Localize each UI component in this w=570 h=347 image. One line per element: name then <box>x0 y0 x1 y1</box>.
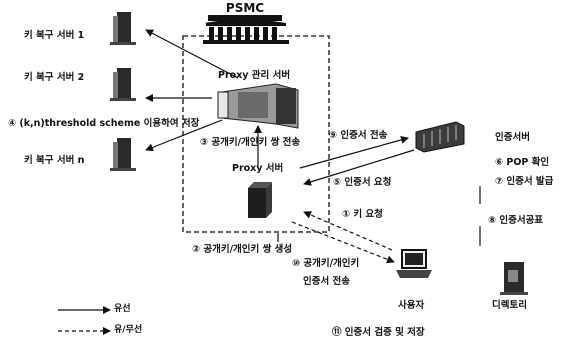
step-10-label-line2: 인증서 전송 <box>303 276 350 287</box>
recovery-server-n-label: 키 복구 서버 n <box>24 155 84 166</box>
user-computer-icon <box>396 250 432 278</box>
recovery-server-n-icon <box>110 138 136 171</box>
step-11-label: ⑪ 인증서 검증 및 저장 <box>332 327 425 338</box>
proxy-server-icon <box>248 182 272 218</box>
step-4-label: ④ (k,n)threshold scheme 이용하여 저장 <box>8 118 199 129</box>
legend-wired-label: 유선 <box>114 304 131 315</box>
step-8-label: ⑧ 인증서공표 <box>488 215 543 226</box>
proxy-server-label: Proxy 서버 <box>232 163 283 174</box>
legend-wireless-label: 유/무선 <box>114 325 142 336</box>
psmc-building-icon <box>203 15 289 44</box>
arrow-cert-request <box>300 138 408 168</box>
step-2-label: ② 공개키/개인키 쌍 생성 <box>192 244 292 255</box>
recovery-server-1-icon <box>110 12 136 45</box>
psmc-title: PSMC <box>226 1 264 15</box>
step-10-label-line1: ⑩ 공개키/개인키 <box>292 258 359 269</box>
ca-server-icon <box>416 122 464 152</box>
step-5-label: ⑤ 인증서 요청 <box>333 177 391 188</box>
user-label: 사용자 <box>398 300 424 311</box>
step-3-label: ③ 공개키/개인키 쌍 전송 <box>200 137 300 148</box>
directory-label: 디렉토리 <box>492 300 527 311</box>
proxy-manager-icon <box>218 84 298 128</box>
recovery-server-2-icon <box>110 68 136 101</box>
proxy-manager-label: Proxy 관리 서버 <box>218 70 290 81</box>
step-7-label: ⑦ 인증서 발급 <box>495 176 553 187</box>
step-1-label: ① 키 요청 <box>342 209 383 220</box>
recovery-server-1-label: 키 복구 서버 1 <box>24 30 84 41</box>
directory-icon <box>500 262 528 295</box>
step-6-label: ⑥ POP 확인 <box>495 157 549 168</box>
recovery-server-2-label: 키 복구 서버 2 <box>24 72 84 83</box>
arrow-key-cert-delivery <box>292 222 394 262</box>
step-9-label: ⑨ 인증서 전송 <box>329 130 387 141</box>
ca-label: 인증서버 <box>495 132 530 143</box>
